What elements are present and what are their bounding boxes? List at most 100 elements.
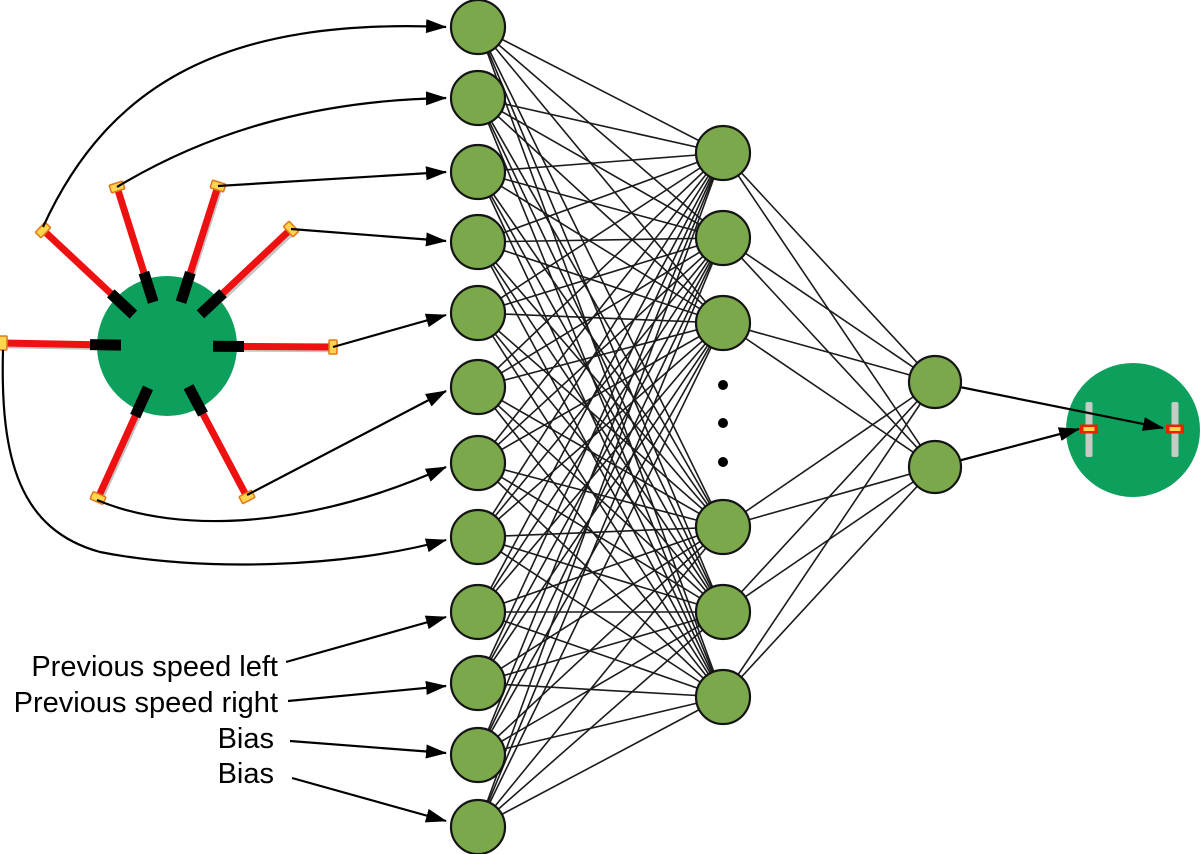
edge-input-hidden xyxy=(477,26,724,613)
input-node-6 xyxy=(449,358,507,416)
hidden-node-5 xyxy=(694,583,752,641)
sensor-shadow-5 xyxy=(239,349,337,353)
edge-input-hidden xyxy=(477,97,724,154)
input-node-5 xyxy=(449,284,507,342)
edge-input-hidden xyxy=(477,237,724,613)
sensor-arrow-7 xyxy=(96,465,447,523)
edge-input-hidden xyxy=(477,526,724,613)
edge-input-hidden xyxy=(477,152,724,243)
edge-hidden-preout xyxy=(722,322,936,383)
output-arrow-1 xyxy=(934,380,1164,431)
edge-hidden-preout xyxy=(722,381,936,613)
ellipsis-dot-2 xyxy=(718,418,728,428)
edge-input-hidden xyxy=(477,171,724,698)
edge-input-hidden xyxy=(477,237,724,314)
input-node-11 xyxy=(449,726,507,784)
edge-input-hidden xyxy=(477,26,724,528)
edge-input-hidden xyxy=(477,171,724,324)
sensor-arrow-1 xyxy=(41,19,447,228)
edge-input-hidden xyxy=(477,526,724,828)
edge-input-hidden xyxy=(477,152,724,613)
hidden-node-3 xyxy=(694,294,752,352)
edge-input-hidden xyxy=(477,237,724,756)
preout-node-2 xyxy=(907,439,963,495)
edge-input-hidden xyxy=(477,152,724,756)
edge-input-hidden xyxy=(477,171,724,613)
input-node-10 xyxy=(449,654,507,712)
edge-input-hidden xyxy=(477,152,724,538)
input-node-4 xyxy=(449,213,507,271)
edge-input-hidden xyxy=(477,322,724,828)
output-robot-body xyxy=(1066,363,1200,497)
edge-input-hidden xyxy=(477,237,724,464)
label-arrow-1 xyxy=(285,615,447,664)
hidden-node-1 xyxy=(694,124,752,182)
sensor-shadow-7 xyxy=(99,413,143,503)
edge-input-hidden xyxy=(477,152,724,388)
label-arrow-3 xyxy=(289,739,447,759)
edge-hidden-preout xyxy=(722,381,936,528)
edge-input-hidden xyxy=(477,26,724,239)
wheel-marker-center-right xyxy=(1169,427,1181,431)
edge-input-hidden xyxy=(477,171,724,239)
ellipsis-dot-3 xyxy=(718,457,728,467)
edge-input-hidden xyxy=(477,322,724,388)
sensor-shadow-3 xyxy=(190,189,223,284)
sensor-tip-8 xyxy=(0,335,8,351)
input-node-3 xyxy=(449,143,507,201)
ellipsis-dot-1 xyxy=(718,380,728,390)
edge-input-hidden xyxy=(477,696,724,828)
edge-input-hidden xyxy=(477,97,724,324)
sensor-shadow-8 xyxy=(5,345,101,350)
edge-input-hidden xyxy=(477,241,724,324)
edge-input-hidden xyxy=(477,611,724,684)
label-arrow-4 xyxy=(291,776,447,823)
edge-input-hidden xyxy=(477,322,724,538)
hidden-node-4 xyxy=(694,498,752,556)
edge-input-hidden xyxy=(477,682,724,698)
edge-input-hidden xyxy=(477,611,724,756)
edge-input-hidden xyxy=(477,152,724,828)
edge-input-hidden xyxy=(477,611,724,698)
edge-input-hidden xyxy=(477,237,724,388)
label-bias-2: Bias xyxy=(218,758,274,790)
label-previous-speed-left: Previous speed left xyxy=(31,651,278,683)
edge-hidden-preout xyxy=(722,381,936,698)
edge-input-hidden xyxy=(477,696,724,756)
edge-hidden-preout xyxy=(722,237,936,383)
sensor-base-8 xyxy=(89,339,122,351)
input-node-2 xyxy=(449,69,507,127)
sensor-shadow-4 xyxy=(220,232,295,303)
sensor-base-2 xyxy=(138,270,159,304)
input-node-7 xyxy=(449,434,507,492)
edge-hidden-preout xyxy=(722,322,936,468)
label-previous-speed-right: Previous speed right xyxy=(14,687,278,719)
sensor-arrow-6 xyxy=(246,390,447,496)
label-arrow-2 xyxy=(287,680,447,703)
input-node-1 xyxy=(449,0,507,56)
hidden-node-6 xyxy=(694,668,752,726)
label-bias-1: Bias xyxy=(218,723,274,755)
sensor-base-4 xyxy=(196,289,227,319)
wheel-marker-center-left xyxy=(1083,427,1095,431)
edge-input-hidden xyxy=(477,152,724,173)
edge-hidden-preout xyxy=(722,152,936,383)
sensor-arrow-3 xyxy=(217,166,447,188)
edge-input-hidden xyxy=(477,97,724,239)
edge-input-hidden xyxy=(477,386,724,698)
edge-input-hidden xyxy=(477,26,724,698)
sensor-base-1 xyxy=(107,289,138,319)
input-node-8 xyxy=(449,508,507,566)
edge-input-hidden xyxy=(477,26,724,154)
sensor-arrow-4 xyxy=(290,227,447,247)
hidden-node-2 xyxy=(694,209,752,267)
edge-input-hidden xyxy=(477,237,724,828)
edge-input-hidden xyxy=(477,322,724,464)
input-node-9 xyxy=(449,583,507,641)
edge-input-hidden xyxy=(477,237,724,538)
edge-input-hidden xyxy=(477,322,724,613)
sensor-base-7 xyxy=(130,385,153,419)
edge-input-hidden xyxy=(477,322,724,756)
